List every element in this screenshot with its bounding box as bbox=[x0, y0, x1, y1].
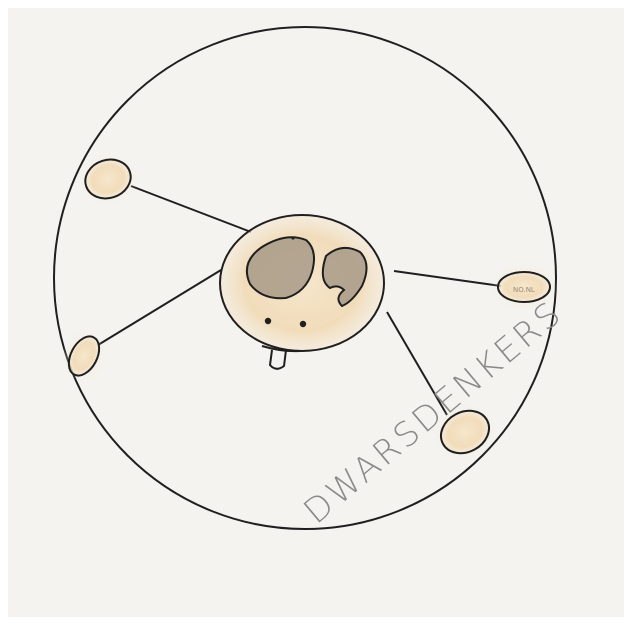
central-node bbox=[220, 215, 384, 369]
satellite-node-left bbox=[62, 330, 106, 382]
satellite-node-top-left bbox=[78, 153, 138, 205]
left-eye bbox=[265, 318, 271, 324]
satellite-tag-text: NO.NL bbox=[513, 286, 535, 294]
spoke-left bbox=[98, 270, 221, 345]
tongue-shape bbox=[270, 350, 286, 369]
spoke-top-left bbox=[131, 186, 251, 232]
right-eye bbox=[300, 321, 306, 327]
spoke-right bbox=[394, 271, 501, 286]
